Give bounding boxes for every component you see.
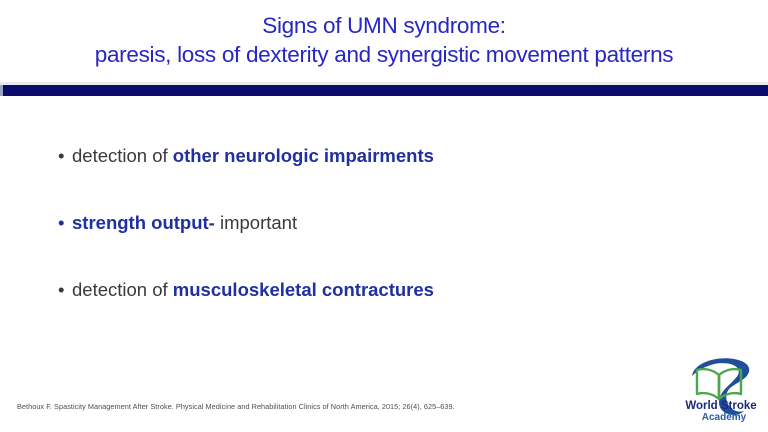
logo-text-primary: World Stroke [685,400,756,412]
divider-bar [0,85,768,96]
list-item-segment-plain: detection of [72,145,173,166]
list-item-segment-plain: detection of [72,279,173,300]
bullet-list: • detection of other neurologic impairme… [58,143,708,302]
list-item-segment-plain: important [214,212,298,233]
bullet-marker-icon: • [58,279,65,300]
list-item-text: detection of other neurologic impairment… [72,143,708,168]
list-item-text: detection of musculoskeletal contracture… [72,277,708,302]
bullet-marker-icon: • [58,212,65,233]
citation-text: Bethoux F. Spasticity Management After S… [17,402,455,411]
list-item: • strength output- important [58,210,708,235]
logo-swoosh-icon [692,358,750,415]
world-stroke-academy-logo: World Stroke Academy [678,354,764,424]
logo-book-icon [695,367,743,401]
slide-title-line-2: paresis, loss of dexterity and synergist… [94,42,674,67]
list-item-segment-emphasis: musculoskeletal contractures [172,279,434,300]
bullet-marker-icon: • [58,145,65,166]
list-item-segment-emphasis: other neurologic impairments [172,145,434,166]
slide-title-line-1: Signs of UMN syndrome: [262,13,506,38]
list-item: • detection of other neurologic impairme… [58,143,708,168]
title-divider [0,82,768,98]
list-item-text: strength output- important [72,210,708,235]
logo-text-secondary: Academy [702,412,747,423]
divider-bar-left-edge [0,85,3,96]
slide-title: Signs of UMN syndrome: paresis, loss of … [0,11,768,69]
list-item: • detection of musculoskeletal contractu… [58,277,708,302]
divider-hairline [0,82,768,85]
list-item-segment-emphasis: strength output- [72,212,215,233]
